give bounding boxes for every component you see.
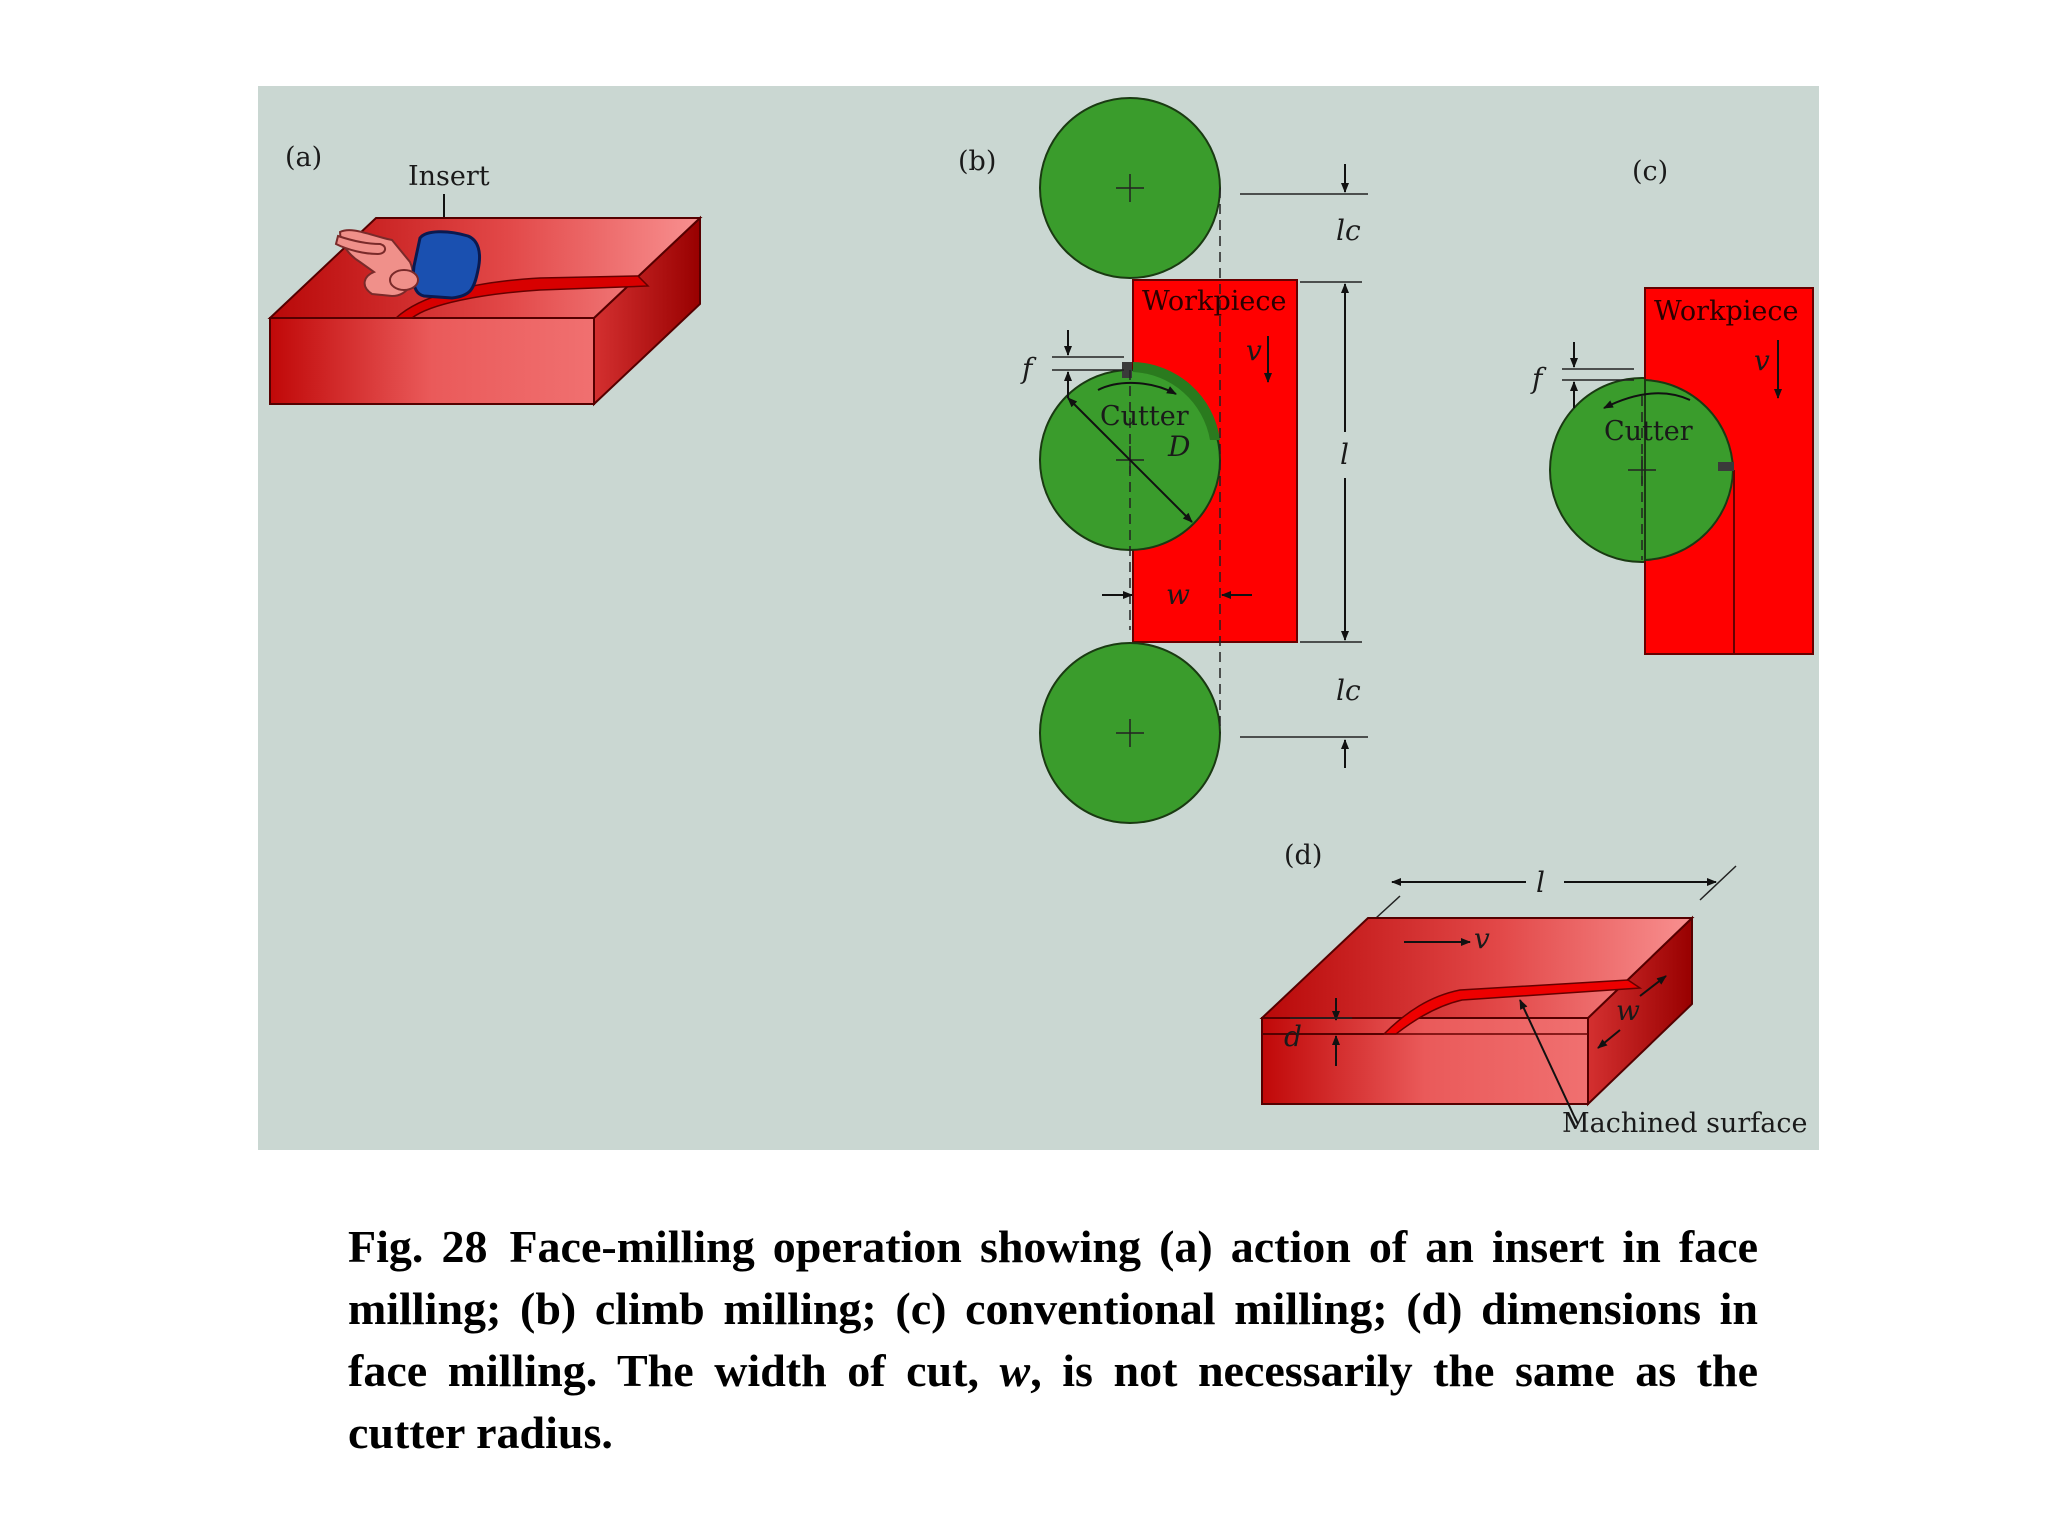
cutter-b-label: Cutter <box>1100 401 1189 432</box>
block-d-groove <box>1382 979 1643 1035</box>
center-mark-bottom <box>1116 719 1144 747</box>
cutter-c-label: Cutter <box>1604 416 1693 447</box>
symbol-v-b: v <box>1246 334 1262 367</box>
symbol-lc-top: lc <box>1336 214 1361 247</box>
hand-knuckle <box>389 269 419 291</box>
caption-text: Face-milling operation showing (a) actio… <box>348 1221 1758 1396</box>
block-a-front <box>269 317 595 405</box>
caption-figure-number: Fig. 28 <box>348 1221 488 1272</box>
center-mark-c <box>1628 456 1656 484</box>
panel-b: (b) Workpiece Cutter D <box>958 97 1368 824</box>
panel-a-tag: (a) <box>285 142 322 173</box>
symbol-lc-bottom: lc <box>1336 674 1361 707</box>
machined-surface-leader <box>1519 999 1575 1117</box>
insert-label: Insert <box>408 161 490 192</box>
symbol-l-b: l <box>1340 438 1349 471</box>
caption-symbol-w: w <box>999 1345 1031 1396</box>
panel-c-tag: (c) <box>1632 156 1668 187</box>
machined-surface-label: Machined surface <box>1562 1108 1807 1139</box>
machined-surface-tick <box>1573 1115 1579 1125</box>
rotation-arrow-c <box>1603 392 1691 409</box>
symbol-d-d: d <box>1284 1020 1302 1053</box>
l-ext-right-d <box>1699 865 1737 901</box>
panel-d: (d) l v d w Machined surface <box>1259 840 1807 1139</box>
insert-tool-icon <box>411 230 482 300</box>
symbol-v-d: v <box>1474 922 1490 955</box>
block-d-top <box>1259 917 1695 1019</box>
insert-chip-c <box>1718 462 1734 471</box>
l-ext-left-d <box>1375 895 1401 919</box>
center-mark-top <box>1116 174 1144 202</box>
workpiece-b-label: Workpiece <box>1142 286 1286 317</box>
w-arrow-upper-d <box>1639 975 1667 997</box>
panel-b-tag: (b) <box>958 146 996 177</box>
caption-text-end: , is not necessarily the same as the cut… <box>348 1345 1758 1458</box>
workpiece-c-label: Workpiece <box>1654 296 1798 327</box>
panel-d-tag: (d) <box>1284 840 1322 871</box>
insert-chip-b <box>1122 362 1132 378</box>
symbol-w-b: w <box>1166 578 1190 611</box>
symbol-l-d: l <box>1536 866 1545 899</box>
symbol-D: D <box>1167 430 1190 463</box>
panel-a: (a) Insert <box>267 142 703 407</box>
cutter-b-edge <box>1133 362 1220 440</box>
diameter-line-b <box>1067 397 1193 523</box>
block-a-groove <box>394 275 650 319</box>
finger-icon <box>334 234 386 256</box>
rotation-arrow-b <box>1097 382 1177 395</box>
panel-c: (c) Workpiece Cutter f v <box>1530 156 1814 655</box>
symbol-v-c: v <box>1754 344 1770 377</box>
symbol-w-d: w <box>1616 994 1640 1027</box>
w-arrow-lower-d <box>1597 1029 1621 1049</box>
